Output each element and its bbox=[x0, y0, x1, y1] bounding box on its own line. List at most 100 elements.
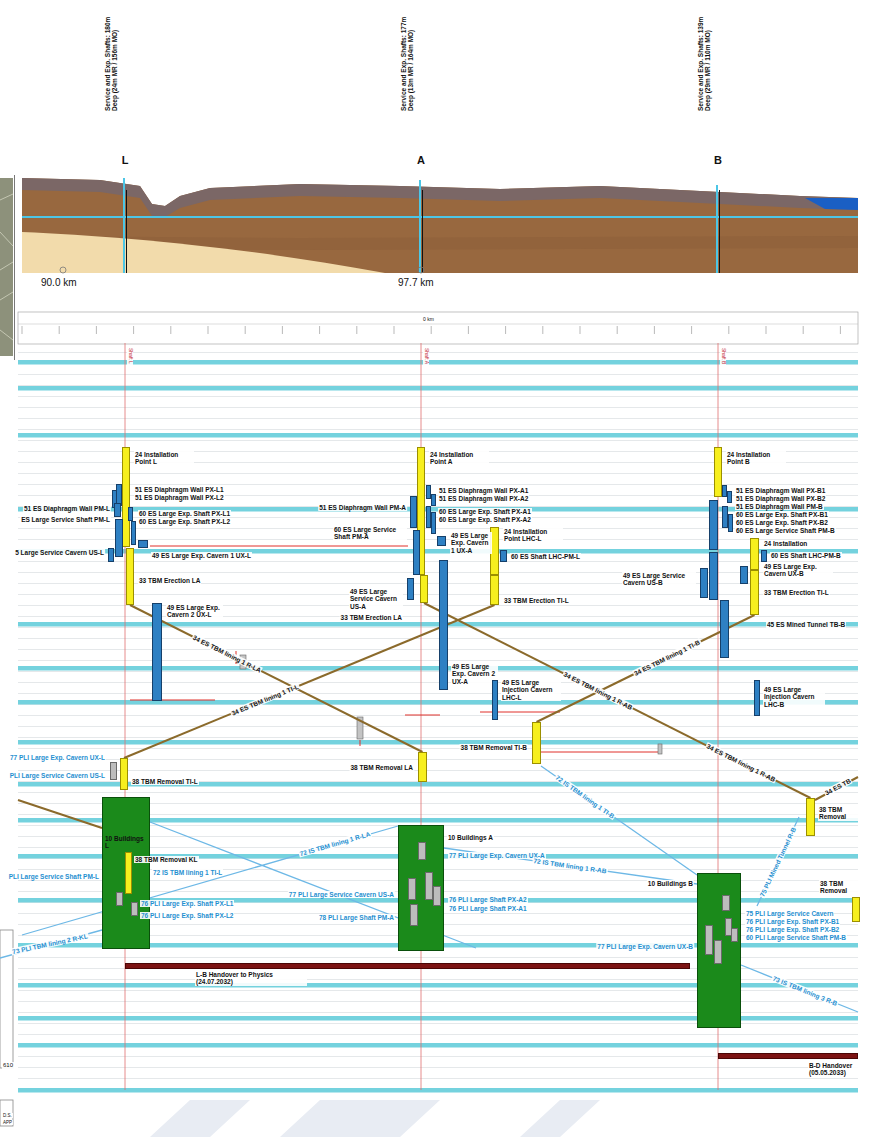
line-label: 34 ES TBM lining 1 R-LA bbox=[190, 633, 263, 674]
activity-label: 51 ES Diaphragm Wall PX-B1 bbox=[735, 487, 826, 494]
tbm-lining-line bbox=[424, 603, 811, 798]
line-label: 34 ES TBM lining 1 R-AB bbox=[704, 742, 777, 784]
excavation-bar: 5 Large Service Cavern US-L bbox=[108, 548, 114, 562]
activity-label: 38 TBM Removal LA bbox=[350, 764, 415, 771]
scale-tick bbox=[840, 326, 841, 334]
line-label: 34 ES TB bbox=[823, 777, 853, 798]
excavation-bar: 51 ES Diaphragm Wall PM-A bbox=[410, 496, 417, 528]
grid-line bbox=[18, 616, 858, 617]
time-band bbox=[18, 1043, 858, 1048]
activity-label: 38 TBM Removal TI-B bbox=[460, 744, 528, 751]
scale-tick bbox=[580, 326, 581, 334]
time-band bbox=[18, 700, 858, 705]
time-band bbox=[18, 386, 858, 391]
scale-ruler bbox=[18, 324, 858, 325]
fitout-bar: 77 PLI Large Service Cavern US-A bbox=[408, 878, 416, 900]
scale-tick bbox=[617, 326, 618, 334]
activity-label: 24 Installation Point A bbox=[429, 451, 489, 466]
tbm-activity-bar: 38 TBM Removal TI-L bbox=[120, 758, 128, 790]
activity-label: 51 ES Diaphragm Wall PX-L2 bbox=[134, 494, 225, 501]
shaft-tag: Shaft L bbox=[127, 347, 133, 365]
shaft-caption: Service and Exp. Shafts: 177m Deep (13m … bbox=[400, 4, 415, 112]
tbm-activity-bar: 33 TBM Erection TI-L bbox=[750, 570, 759, 615]
activity-label: 49 ES Large Service Cavern US-B bbox=[622, 572, 696, 587]
fitout-bar: 76 PLI Large Exp. Shaft PX-L2 bbox=[131, 902, 138, 916]
excavation-bar: 45 ES Mined Tunnel TB-B bbox=[720, 600, 729, 658]
activity-label: 60 ES Large Exp. Shaft PX-L1 bbox=[138, 510, 231, 517]
activity-label: 51 ES Diaphragm Wall PM-B bbox=[735, 503, 824, 510]
line-label: 73 IS TBM lining 3 R-B bbox=[771, 974, 840, 1007]
chainage: 97.7 km bbox=[397, 277, 435, 289]
grid-line bbox=[18, 561, 858, 562]
shaft-tag: Shaft B bbox=[720, 347, 726, 365]
grid-line bbox=[18, 418, 858, 419]
shaft-tag: Shaft A bbox=[423, 347, 429, 365]
activity-label: 33 TBM Erection TI-L bbox=[763, 589, 830, 596]
activity-label: PLI Large Service Shaft PM-L bbox=[8, 873, 100, 880]
excavation-bar: 60 ES Shaft LHC-PM-L bbox=[500, 550, 507, 562]
activity-label: B-D Handover (05.05.2033) bbox=[808, 1062, 870, 1077]
excavation-bar: 49 ES Large Exp. Cavern 1 UX-L bbox=[138, 540, 148, 548]
fitout-bar: 75 PLI Large Service Cavern bbox=[722, 895, 730, 911]
grid-line bbox=[18, 605, 858, 606]
excavation-bar: 49 ES Large Service Cavern US-A bbox=[407, 578, 414, 600]
scale-tick bbox=[728, 326, 729, 334]
scale-ruler bbox=[18, 312, 858, 344]
activity-label: 77 PLI Large Service Cavern US-A bbox=[288, 891, 395, 898]
activity-label: 60 ES Large Service Shaft PM-B bbox=[735, 527, 836, 534]
tbm-activity-bar: 33 TBM Erection TI-L bbox=[490, 575, 499, 605]
activity-label: 49 ES Large Exp. Cavern 2 UX-L bbox=[166, 604, 223, 619]
shaft-letter: B bbox=[713, 154, 723, 167]
scale-tick bbox=[654, 326, 655, 334]
excavation-bar: 49 ES Large Injection Cavern LHC-L bbox=[492, 680, 498, 720]
grid-line bbox=[18, 429, 858, 430]
line-label: 72 IS TBM lining 1 TI-B bbox=[553, 773, 616, 820]
buildings-box: 10 Buildings A77 PLI Large Exp. Cavern U… bbox=[398, 825, 444, 951]
grid-line bbox=[18, 770, 858, 771]
activity-label: 24 Installation Point L bbox=[134, 451, 194, 466]
activity-label: 51 ES Diaphragm Wall PM-A bbox=[318, 504, 407, 511]
dependency-link bbox=[130, 546, 662, 752]
tbm-activity-bar: 24 Installation bbox=[750, 538, 759, 570]
excavation-bar: 49 ES Large Injection Cavern LHC-B bbox=[754, 680, 760, 716]
surface-layer bbox=[22, 178, 858, 217]
photo-strip bbox=[0, 178, 13, 356]
grid-line bbox=[18, 385, 858, 386]
excavation-bar: 60 ES Large Exp. Shaft PX-A2 bbox=[431, 512, 436, 534]
activity-label: 51 ES Diaphragm Wall PX-A2 bbox=[438, 495, 529, 502]
scale-tick bbox=[170, 326, 171, 334]
grid-line bbox=[18, 484, 858, 485]
sheet-number: 610 bbox=[2, 1062, 14, 1069]
activity-label: 60 ES Large Exp. Shaft PX-A1 bbox=[438, 508, 532, 515]
activity-label: 76 PLI Large Exp. Shaft PX-B2 bbox=[745, 926, 840, 933]
buildings-box: 10 Buildings L38 TBM Removal KL76 PLI La… bbox=[102, 797, 150, 949]
scale-tick bbox=[245, 326, 246, 334]
line-label: 73 PLI TBM lining 2 R-KL bbox=[11, 932, 90, 956]
grid-line bbox=[18, 660, 858, 661]
grid-line bbox=[18, 374, 858, 375]
activity-label: 51 ES Diaphragm Wall PM-L bbox=[23, 505, 111, 512]
panel-border bbox=[14, 175, 15, 360]
grid-line bbox=[18, 1067, 858, 1068]
shaft-line bbox=[127, 190, 720, 273]
activity-label: 49 ES Large Injection Cavern LHC-B bbox=[763, 686, 825, 708]
activity-label: 38 TBM Removal KL bbox=[134, 856, 199, 863]
shaft-letter: A bbox=[416, 154, 426, 167]
activity-label: 76 PLI Large Exp. Shaft PX-B1 bbox=[745, 918, 840, 925]
time-band bbox=[18, 740, 858, 745]
grid-line bbox=[18, 638, 858, 639]
activity-label: 76 PLI Large Exp. Shaft PX-L1 bbox=[140, 900, 234, 907]
activity-label: 24 Installation Point LHC-L bbox=[503, 528, 563, 543]
activity-label: 33 TBM Erection TI-L bbox=[503, 597, 570, 604]
activity-label: 76 PLI Large Shaft PX-A2 bbox=[448, 896, 528, 903]
grid-line bbox=[18, 396, 858, 397]
activity-label: 24 Installation bbox=[763, 540, 808, 547]
activity-label: 77 PLI Large Exp. Cavern UX-L bbox=[9, 754, 106, 761]
grid-line bbox=[18, 792, 858, 793]
scale-tick bbox=[133, 326, 134, 334]
activity-label: 77 PLI Large Exp. Cavern UX-A bbox=[448, 852, 546, 859]
scale-tick bbox=[431, 326, 432, 334]
activity-label: 49 ES Large Exp. Cavern 1 UX-A bbox=[450, 532, 492, 554]
grid-line bbox=[18, 737, 858, 738]
scale-tick bbox=[319, 326, 320, 334]
